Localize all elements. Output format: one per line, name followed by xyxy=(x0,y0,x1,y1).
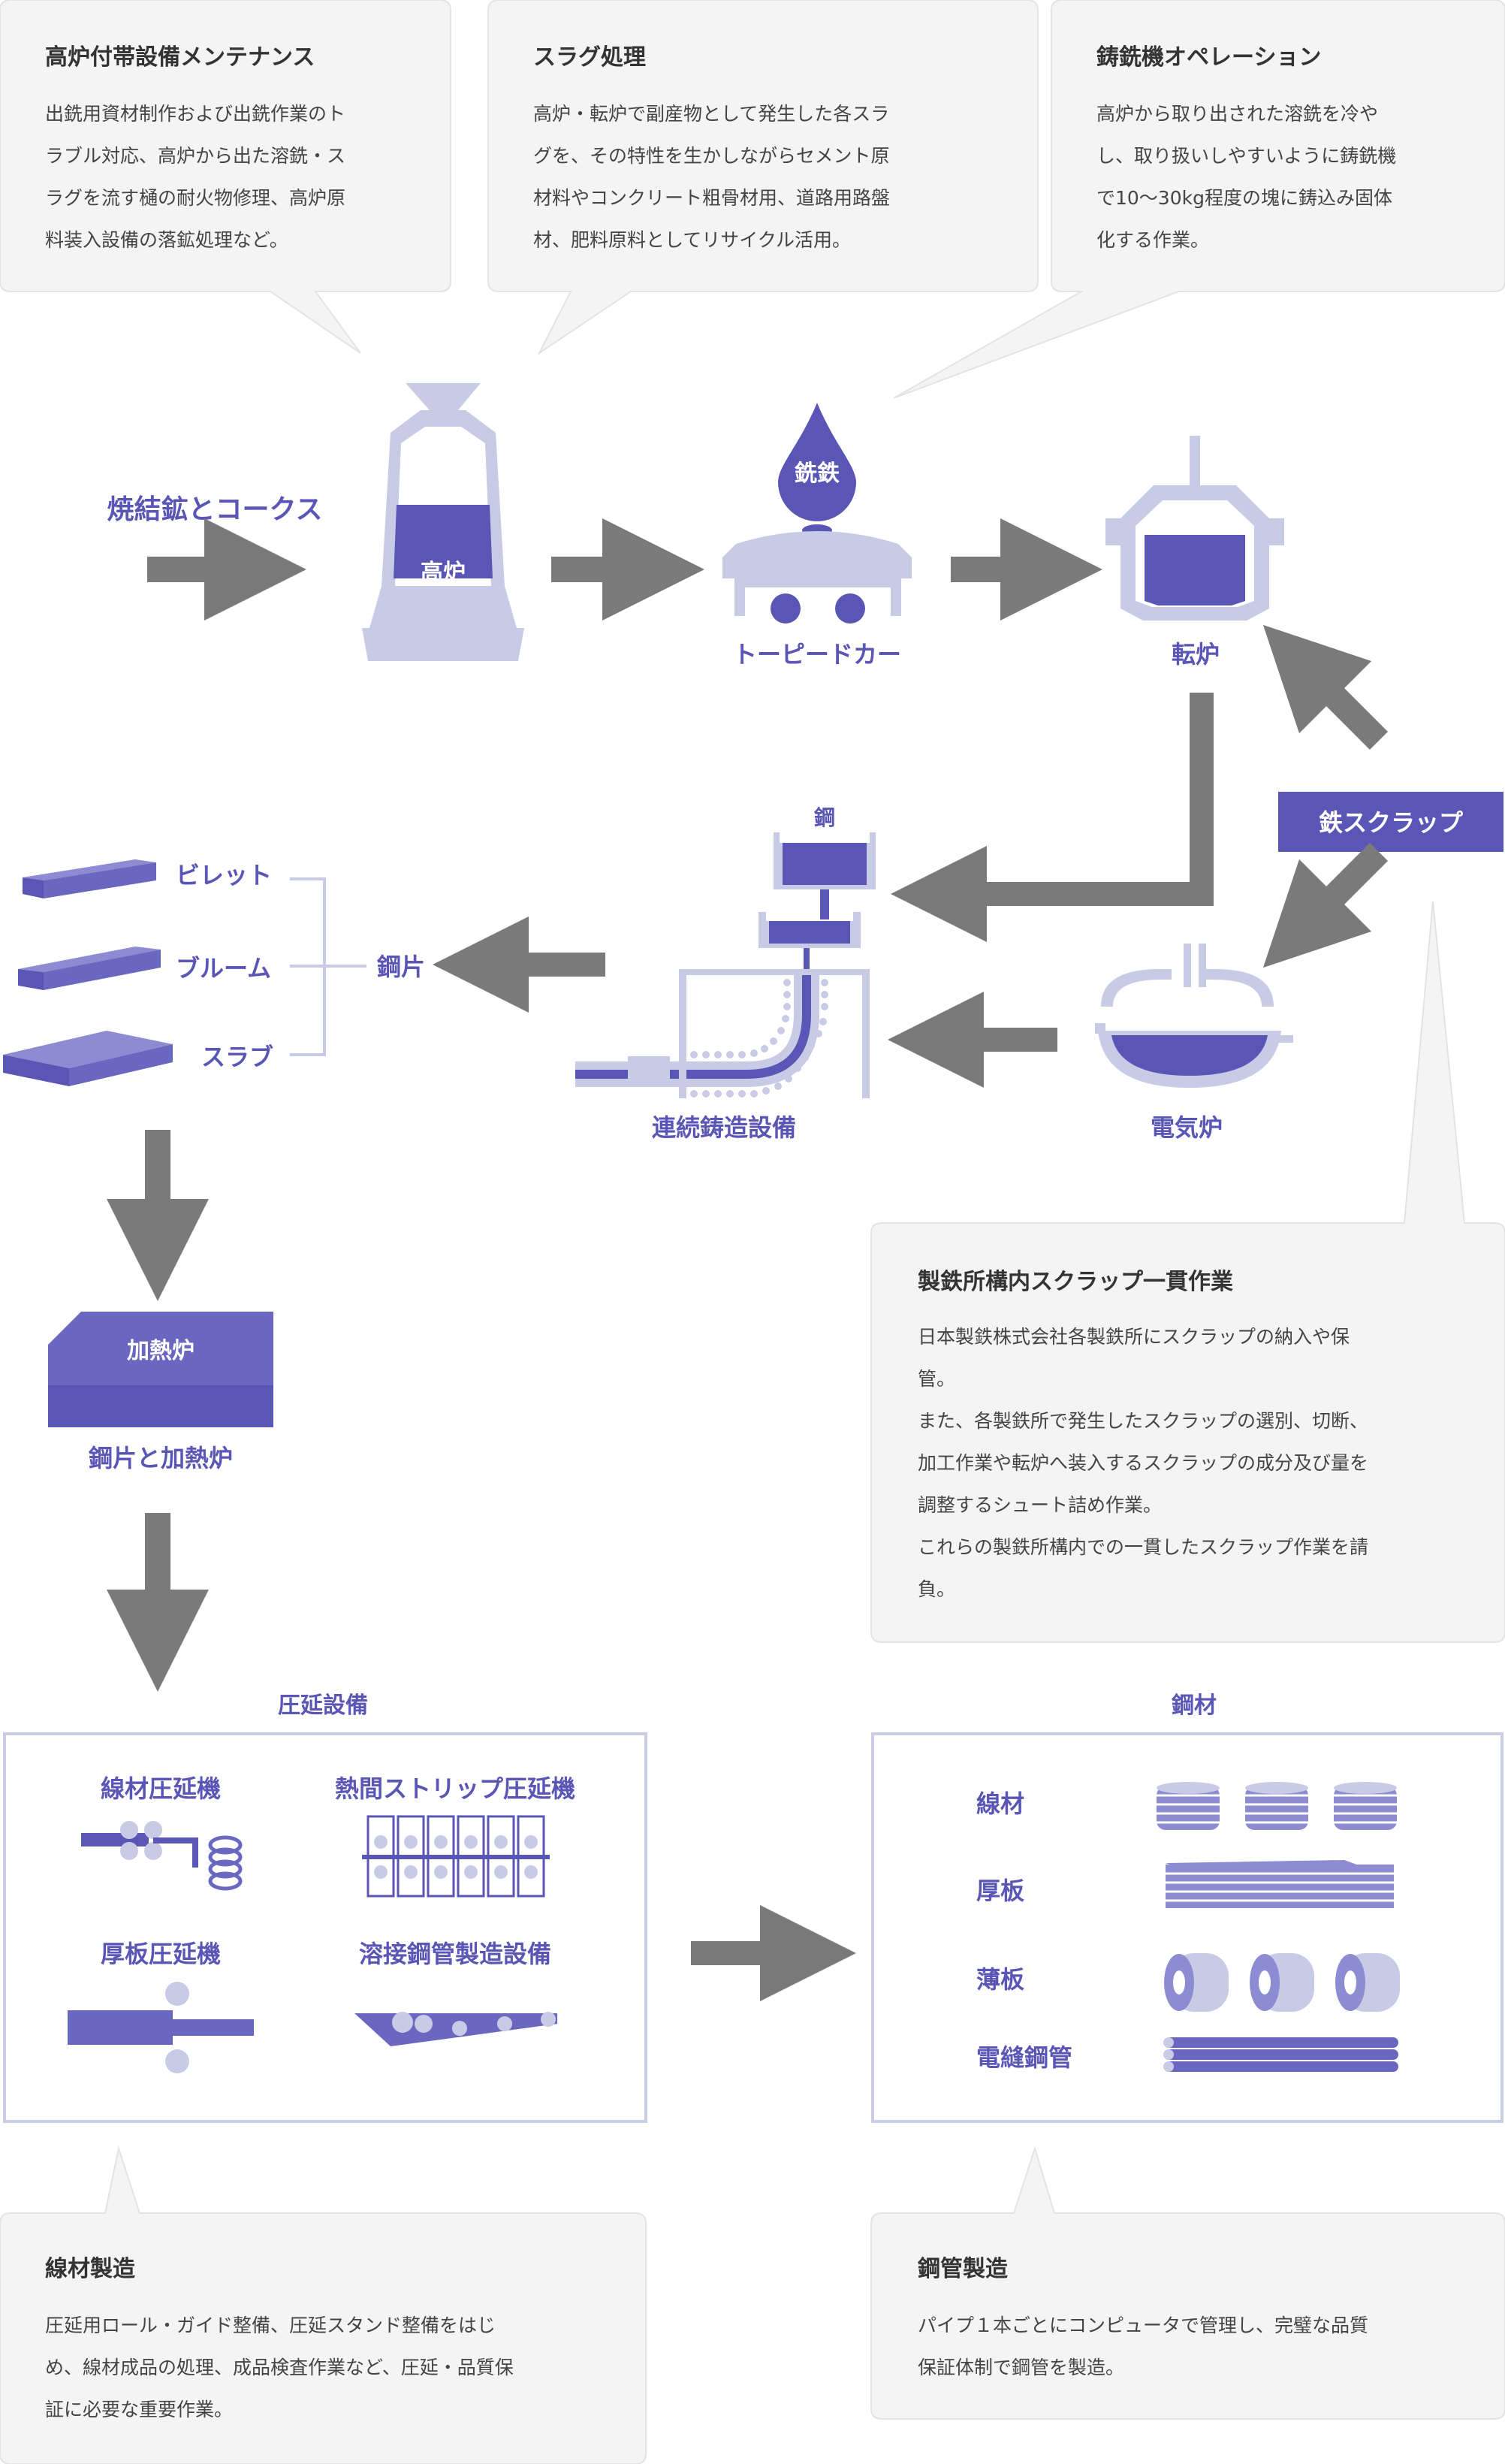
reheating-furnace-label: 加熱炉 xyxy=(127,1338,195,1364)
torpedo-car-label: トーピードカー xyxy=(733,640,901,669)
slab-label: スラブ xyxy=(201,1043,273,1071)
wire-coil-icon xyxy=(1245,1782,1308,1830)
bubble-text: また、各製鉄所で発生したスクラップの選別、切断、 xyxy=(918,1410,1368,1432)
converter-label: 転炉 xyxy=(1172,640,1220,669)
welded-pipe-icon xyxy=(354,2012,557,2046)
converter-icon xyxy=(1105,436,1284,621)
bubble-title: 鋳銑機オペレーション xyxy=(1096,44,1321,71)
billet-icon xyxy=(23,859,156,898)
bloom-icon xyxy=(18,947,161,990)
hot-strip-mill-label: 熱間ストリップ圧延機 xyxy=(335,1774,575,1803)
bubble-text: 化する作業。 xyxy=(1096,229,1209,251)
erw-pipe-label: 電縫鋼管 xyxy=(976,2043,1072,2072)
torpedo-car-icon xyxy=(722,403,912,624)
bubble-slag-processing: スラグ処理 高炉・転炉で副産物として発生した各スラ グを、その特性を生かしながら… xyxy=(487,0,1039,355)
pig-iron-label: 銑鉄 xyxy=(794,460,840,487)
arrow-converter-to-casting xyxy=(891,693,1214,942)
semi-and-furnace-label: 鋼片と加熱炉 xyxy=(89,1444,233,1472)
bubble-pipe-manufacturing: 鋼管製造 パイプ１本ごとにコンピュータで管理し、完璧な品質 保証体制で鋼管を製造… xyxy=(870,2145,1505,2420)
rolling-frame xyxy=(3,1732,647,2123)
blast-furnace-label: 高炉 xyxy=(421,560,466,586)
wire-rod-mill-icon xyxy=(81,1821,243,1891)
slab-icon xyxy=(3,1031,173,1086)
bubble-text: 管。 xyxy=(918,1368,955,1390)
bubble-pig-casting-operation: 鋳銑機オペレーション 高炉から取り出された溶銑を冷や し、取り扱いしやすいように… xyxy=(893,0,1505,399)
bubble-text: グを、その特性を生かしながらセメント原 xyxy=(533,145,890,167)
continuous-casting-icon xyxy=(575,832,876,1098)
bubble-text: め、線材成品の処理、成品検査作業など、圧延・品質保 xyxy=(45,2357,514,2378)
bubble-text: これらの製鉄所構内での一貫したスクラップ作業を請 xyxy=(918,1536,1368,1558)
products-heading: 鋼材 xyxy=(1172,1692,1217,1719)
plate-stack-icon xyxy=(1166,1860,1394,1908)
plate-mill-label: 厚板圧延機 xyxy=(101,1940,221,1968)
bubble-text: 料装入設備の落鉱処理など。 xyxy=(45,229,288,251)
bubble-text: 日本製鉄株式会社各製鉄所にスクラップの納入や保 xyxy=(918,1326,1350,1348)
ore-coke-label: 焼結鉱とコークス xyxy=(107,494,323,525)
electric-furnace-icon xyxy=(1095,944,1293,1088)
bubble-text: ラブル対応、高炉から出た溶銑・ス xyxy=(45,145,345,167)
bubble-blast-furnace-maintenance: 高炉付帯設備メンテナンス 出銑用資材制作および出銑作業のト ラブル対応、高炉から… xyxy=(0,0,451,354)
sheet-coil-icon xyxy=(1250,1953,1314,2012)
bubble-text: し、取り扱いしやすいように鋳銑機 xyxy=(1096,145,1396,167)
bubble-text: パイプ１本ごとにコンピュータで管理し、完璧な品質 xyxy=(918,2315,1368,2336)
scrap-label: 鉄スクラップ xyxy=(1319,808,1464,837)
bubble-text: 負。 xyxy=(918,1578,955,1600)
bubble-text: 圧延用ロール・ガイド整備、圧延スタンド整備をはじ xyxy=(45,2315,496,2336)
plate-mill-icon xyxy=(68,1982,254,2073)
bubble-scrap-integrated-work: 製鉄所構内スクラップ一貫作業 日本製鉄株式会社各製鉄所にスクラップの納入や保 管… xyxy=(870,901,1505,1643)
arrow-scrap-to-converter xyxy=(1262,624,1389,750)
bubble-title: スラグ処理 xyxy=(533,44,646,71)
bubble-title: 製鉄所構内スクラップ一貫作業 xyxy=(918,1269,1233,1295)
bubble-text: ラグを流す樋の耐火物修理、高炉原 xyxy=(45,187,345,209)
bubble-text: 出銑用資材制作および出銑作業のト xyxy=(45,103,345,125)
bubble-wire-rod-manufacturing: 線材製造 圧延用ロール・ガイド整備、圧延スタンド整備をはじ め、線材成品の処理、… xyxy=(0,2145,647,2464)
bubble-text: 材料やコンクリート粗骨材用、道路用路盤 xyxy=(533,187,890,209)
sheet-coil-icon xyxy=(1335,1953,1400,2012)
blast-furnace-icon xyxy=(362,383,524,661)
continuous-casting-label: 連続鋳造設備 xyxy=(652,1113,796,1142)
steel-label: 鋼 xyxy=(814,805,835,830)
wire-rod-label: 線材 xyxy=(976,1789,1024,1818)
scrap-box xyxy=(1278,792,1503,852)
billet-label: ビレット xyxy=(176,861,272,889)
bubble-text: 高炉・転炉で副産物として発生した各スラ xyxy=(533,103,889,125)
semi-finished-label: 鋼片 xyxy=(377,953,425,981)
pipe-bundle-icon xyxy=(1163,2037,1398,2072)
welded-pipe-label: 溶接鋼管製造設備 xyxy=(359,1940,551,1968)
bloom-label: ブルーム xyxy=(176,954,271,983)
bubble-text: 保証体制で鋼管を製造。 xyxy=(918,2357,1124,2378)
wire-coil-icon xyxy=(1334,1782,1397,1830)
bubble-title: 線材製造 xyxy=(45,2256,135,2282)
bubble-text: 調整するシュート詰め作業。 xyxy=(918,1494,1162,1516)
arrow-scrap-to-electric-furnace xyxy=(1262,842,1389,968)
reheating-furnace-icon xyxy=(48,1312,273,1427)
electric-furnace-label: 電気炉 xyxy=(1151,1113,1223,1142)
bubble-text: 加工作業や転炉へ装入するスクラップの成分及び量を xyxy=(918,1452,1368,1474)
bubble-title: 鋼管製造 xyxy=(918,2256,1008,2282)
sheet-label: 薄板 xyxy=(976,1965,1024,1994)
plate-label: 厚板 xyxy=(976,1877,1024,1905)
bubble-text: 証に必要な重要作業。 xyxy=(45,2399,233,2420)
bubble-text: 材、肥料原料としてリサイクル活用。 xyxy=(533,229,851,251)
hot-strip-mill-icon xyxy=(362,1815,550,1898)
bubble-text: で10〜30kg程度の塊に鋳込み固体 xyxy=(1096,187,1392,209)
bubble-text: 高炉から取り出された溶銑を冷や xyxy=(1096,103,1378,125)
wire-coil-icon xyxy=(1157,1782,1220,1830)
semi-bracket xyxy=(290,877,366,1056)
sheet-coil-icon xyxy=(1164,1953,1229,2012)
rolling-heading: 圧延設備 xyxy=(278,1692,368,1719)
bubble-title: 高炉付帯設備メンテナンス xyxy=(45,44,315,71)
wire-rod-mill-label: 線材圧延機 xyxy=(101,1774,221,1803)
